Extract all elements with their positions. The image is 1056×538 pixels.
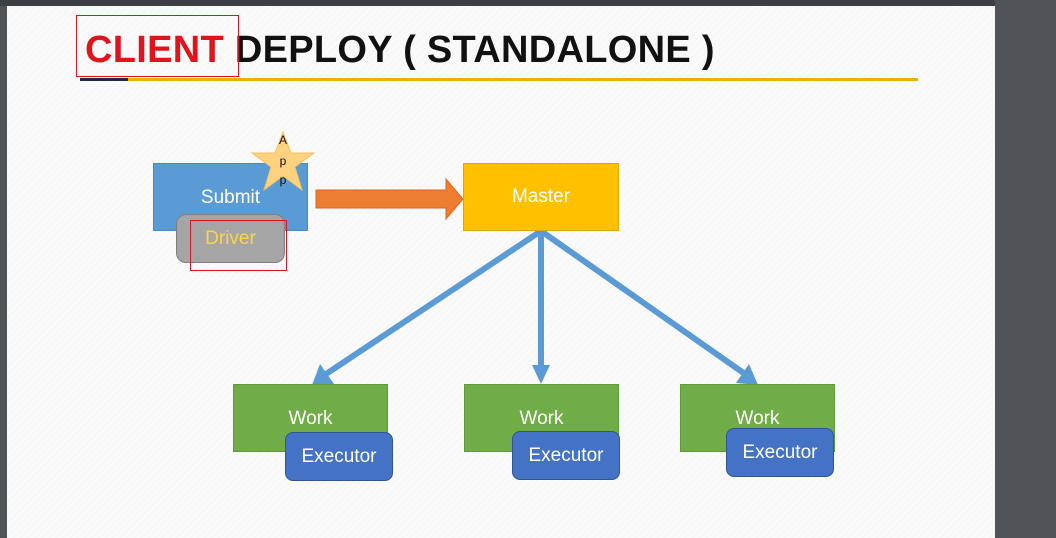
- executor-label: Executor: [742, 441, 818, 463]
- title-underline: [80, 78, 918, 81]
- app-letter-2: p: [279, 154, 287, 168]
- title-highlight-box: [76, 15, 239, 77]
- worker-label: Work: [288, 408, 333, 429]
- title-underline-accent: [80, 78, 128, 81]
- driver-highlight-box: [190, 220, 287, 271]
- driver-box: Driver: [176, 214, 285, 263]
- submit-label: Submit: [200, 187, 261, 208]
- viewer-top-strip: [0, 0, 995, 6]
- star-icon: [250, 130, 316, 192]
- worker-label: Work: [519, 408, 564, 429]
- master-box: Master: [463, 163, 619, 231]
- executor-box-1: Executor: [285, 432, 393, 481]
- viewer-right-gutter: [995, 0, 1056, 538]
- executor-box-2: Executor: [512, 431, 620, 480]
- title-text: DEPLOY ( STANDALONE ): [224, 29, 715, 71]
- slide-page: [7, 6, 995, 538]
- app-letter-1: A: [278, 133, 287, 147]
- app-star-icon: A p p: [250, 130, 316, 194]
- executor-label: Executor: [301, 445, 377, 467]
- slide-title: CLIENT DEPLOY ( STANDALONE ): [85, 24, 715, 76]
- master-label: Master: [511, 186, 571, 207]
- app-letter-3: p: [279, 173, 287, 187]
- worker-label: Work: [735, 408, 780, 429]
- driver-label: Driver: [205, 227, 256, 249]
- executor-label: Executor: [528, 444, 604, 466]
- title-accent-word: CLIENT: [85, 29, 225, 71]
- executor-box-3: Executor: [726, 428, 834, 477]
